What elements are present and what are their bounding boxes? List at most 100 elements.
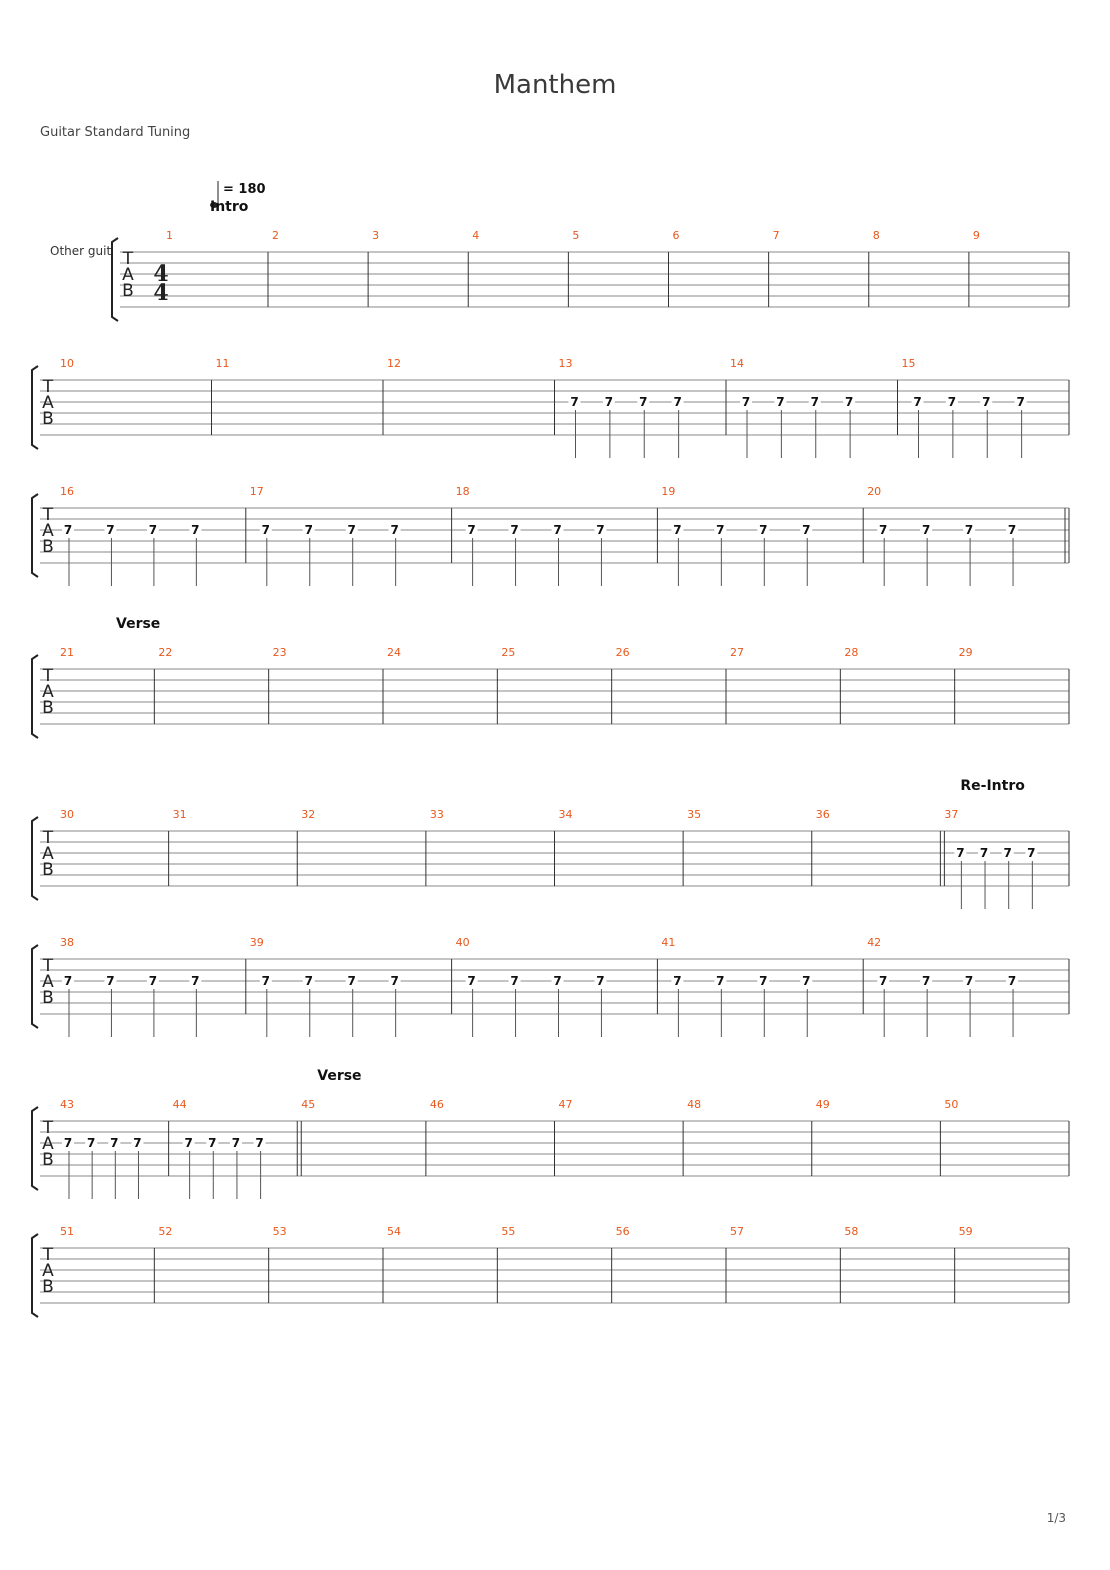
bar-number: 30 [60,808,74,821]
fret-number: 7 [879,974,887,988]
bar-number: 42 [867,936,881,949]
note-background [345,974,358,987]
bar-number: 25 [501,646,515,659]
fret-number: 7 [922,974,930,988]
note-background [62,523,74,536]
system-bracket [31,493,39,578]
fret-number: 7 [742,395,750,409]
bar-number: 54 [387,1225,401,1238]
bar-number: 31 [173,808,187,821]
bar-number: 47 [559,1098,573,1111]
bar-number: 37 [944,808,958,821]
note-background [671,523,684,536]
fret-number: 7 [716,523,724,537]
note-background [800,974,813,987]
tab-clef-letter: B [42,409,54,429]
note-background [594,523,607,536]
fret-number: 7 [305,974,313,988]
fret-number: 7 [776,395,784,409]
system-bracket [31,654,39,739]
bar-number: 27 [730,646,744,659]
note-background [1001,846,1014,859]
note-background [757,523,770,536]
note-background [1006,974,1019,987]
note-background [206,1136,219,1149]
fret-number: 7 [811,395,819,409]
bar-number: 3 [372,229,379,242]
note-background [877,974,890,987]
fret-number: 7 [149,974,157,988]
tab-clef-letter: A [42,682,54,702]
bar-number: 23 [273,646,287,659]
note-background [104,974,117,987]
note-background [508,974,521,987]
note-background [465,974,478,987]
bar-number: 2 [272,229,279,242]
fret-number: 7 [605,395,613,409]
fret-number: 7 [191,523,199,537]
fret-number: 7 [510,974,518,988]
note-background [963,523,976,536]
note-background [345,523,358,536]
bar-number: 49 [816,1098,830,1111]
note-background [671,395,684,408]
time-signature-top: 4 [153,261,168,287]
note-background [62,974,74,987]
bar-number: 24 [387,646,401,659]
fret-number: 7 [845,395,853,409]
note-background [85,1136,98,1149]
fret-number: 7 [956,846,964,860]
tempo-marking: = 180 [223,182,266,197]
bar-number: 34 [559,808,573,821]
tab-clef-letter: B [42,988,54,1008]
section-marker: Intro [210,199,249,215]
note-background [465,523,478,536]
section-marker: Verse [116,616,160,632]
fret-number: 7 [87,1136,95,1150]
fret-number: 7 [64,974,72,988]
note-background [920,523,933,536]
fret-number: 7 [262,523,270,537]
bar-number: 10 [60,357,74,370]
bar-number: 32 [301,808,315,821]
fret-number: 7 [948,395,956,409]
tab-clef-letter: A [42,1134,54,1154]
bar-number: 18 [456,485,470,498]
fret-number: 7 [262,974,270,988]
fret-number: 7 [1016,395,1024,409]
note-background [62,1136,74,1149]
fret-number: 7 [1027,846,1035,860]
system-bracket [31,365,39,450]
tab-clef-letter: A [122,265,134,285]
note-background [945,395,958,408]
bar-number: 19 [661,485,675,498]
tab-clef-letter: B [42,1277,54,1297]
fret-number: 7 [716,974,724,988]
bar-number: 4 [472,229,479,242]
note-background [757,974,770,987]
fret-number: 7 [553,974,561,988]
note-background [189,523,202,536]
tab-clef-letter: T [42,828,54,848]
bar-number: 40 [456,936,470,949]
fret-number: 7 [673,523,681,537]
tab-clef-letter: A [42,521,54,541]
fret-number: 7 [255,1136,263,1150]
tab-clef-letter: A [42,1261,54,1281]
fret-number: 7 [673,974,681,988]
bar-number: 17 [250,485,264,498]
bar-number: 33 [430,808,444,821]
bar-number: 59 [959,1225,973,1238]
fret-number: 7 [106,523,114,537]
tab-clef-letter: B [42,1150,54,1170]
note-background [602,395,615,408]
fret-number: 7 [390,974,398,988]
note-background [594,974,607,987]
note-background [714,974,727,987]
section-marker: Verse [317,1068,361,1084]
